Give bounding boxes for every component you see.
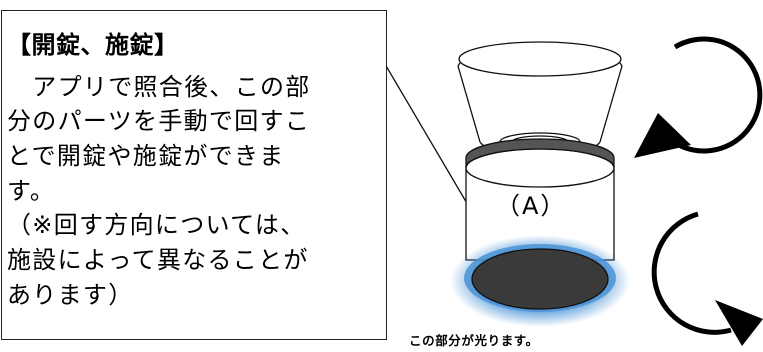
callout-title: 【開錠、施錠】 xyxy=(7,31,179,59)
knob-bottom-cap xyxy=(471,248,609,310)
rotate-clockwise-arrow-icon xyxy=(651,211,763,346)
rotate-counterclockwise-arrow-icon xyxy=(634,36,763,158)
callout-line: とで開錠や施錠ができま xyxy=(7,142,285,170)
lock-housing xyxy=(457,41,623,157)
callout-line: 分のパーツを手動で回すこ xyxy=(7,107,311,135)
callout-line: アプリで照合後、この部 xyxy=(7,73,311,101)
leader-line xyxy=(371,41,479,223)
part-a-label: （A） xyxy=(496,192,567,220)
callout-line: （※回す方向については、 xyxy=(7,211,306,239)
glow-caption: この部分が光ります。 xyxy=(409,333,539,348)
rotating-knob-part-a xyxy=(465,138,615,261)
callout-line: す。 xyxy=(7,177,56,205)
callout-line: 施設によって異なることが xyxy=(7,246,309,274)
callout-line: あります） xyxy=(7,281,134,309)
instruction-callout-box xyxy=(1,10,387,340)
